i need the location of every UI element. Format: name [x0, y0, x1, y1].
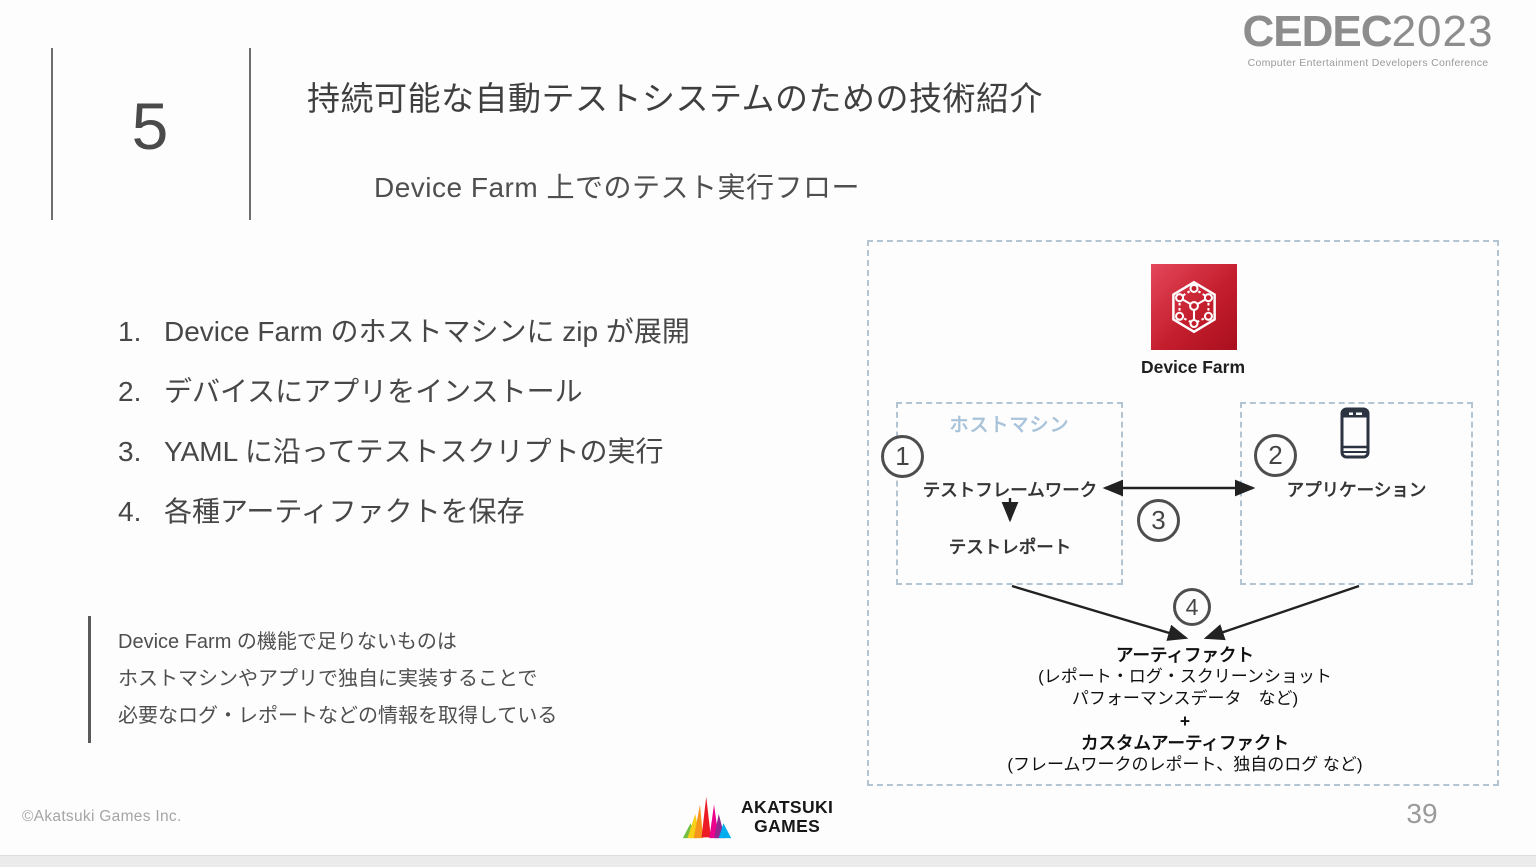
step-number: 3.: [118, 436, 142, 467]
custom-artifacts-title: カスタムアーティファクト: [1081, 733, 1289, 753]
cedec-tagline: Computer Entertainment Developers Confer…: [1247, 57, 1489, 69]
note-line: Device Farm の機能で足りないものは: [118, 631, 457, 653]
list-item: 1. Device Farm のホストマシンに zip が展開: [118, 315, 690, 349]
step-text: デバイスにアプリをインストール: [164, 376, 583, 407]
akatsuki-games-logo: AKATSUKI GAMES: [682, 790, 833, 844]
test-report-label: テストレポート: [948, 537, 1072, 557]
section-divider-right: [249, 48, 251, 220]
section-divider-left: [51, 48, 53, 220]
step-badge-2: 2: [1254, 434, 1297, 477]
artifacts-plus: +: [1179, 711, 1191, 731]
step-text: Device Farm のホストマシンに zip が展開: [164, 316, 690, 347]
list-item: 2. デバイスにアプリをインストール: [118, 375, 690, 409]
artifacts-detail: (レポート・ログ・スクリーンショット: [1038, 667, 1332, 686]
note-line: ホストマシンやアプリで独自に実装することで: [118, 668, 538, 690]
device-farm-label: Device Farm: [1140, 357, 1246, 377]
device-farm-icon: [1151, 264, 1237, 350]
custom-artifacts-detail: (フレームワークのレポート、独自のログ など): [1007, 755, 1363, 774]
step-number: 4.: [118, 496, 142, 527]
step-badge-4: 4: [1173, 588, 1211, 626]
steps-list: 1. Device Farm のホストマシンに zip が展開 2. デバイスに…: [118, 315, 690, 555]
step-text: YAML に沿ってテストスクリプトの実行: [164, 436, 664, 467]
slide-subtitle: Device Farm 上でのテスト実行フロー: [374, 172, 860, 203]
step-badge-1: 1: [881, 435, 924, 478]
artifacts-block: アーティファクト (レポート・ログ・スクリーンショット パフォーマンスデータ な…: [935, 644, 1435, 776]
device-farm-hexagon-icon: [1172, 280, 1216, 334]
cedec-logo: CEDEC2023 Computer Entertainment Develop…: [1228, 7, 1508, 70]
step-number: 1.: [118, 316, 142, 347]
section-number: 5: [131, 89, 169, 163]
smartphone-icon: [1340, 407, 1370, 464]
list-item: 3. YAML に沿ってテストスクリプトの実行: [118, 435, 690, 469]
artifacts-detail: パフォーマンスデータ など): [1071, 689, 1299, 708]
slide-title: 持続可能な自動テストシステムのための技術紹介: [307, 80, 1044, 117]
host-machine-label: ホストマシン: [949, 415, 1070, 436]
test-framework-label: テストフレームワーク: [922, 480, 1098, 500]
akatsuki-logo-line1: AKATSUKI: [741, 796, 834, 817]
step-number: 2.: [118, 376, 142, 407]
akatsuki-logo-text: AKATSUKI GAMES: [741, 796, 834, 837]
application-label: アプリケーション: [1286, 480, 1427, 500]
akatsuki-logo-line2: GAMES: [754, 816, 821, 836]
note-block: Device Farm の機能で足りないものは ホストマシンやアプリで独自に実装…: [88, 616, 557, 743]
bottom-edge-strip: [0, 855, 1536, 867]
copyright-text: ©Akatsuki Games Inc.: [22, 808, 182, 825]
artifacts-title: アーティファクト: [1116, 645, 1254, 665]
step-badge-3: 3: [1137, 499, 1180, 542]
step-text: 各種アーティファクトを保存: [164, 496, 525, 527]
page-number: 39: [1406, 798, 1438, 829]
cedec-wordmark: CEDEC2023: [1242, 7, 1494, 56]
akatsuki-triangle-icon: [682, 796, 732, 839]
note-line: 必要なログ・レポートなどの情報を取得している: [118, 705, 558, 727]
diagram-outer-box: [867, 240, 1499, 786]
list-item: 4. 各種アーティファクトを保存: [118, 495, 690, 529]
